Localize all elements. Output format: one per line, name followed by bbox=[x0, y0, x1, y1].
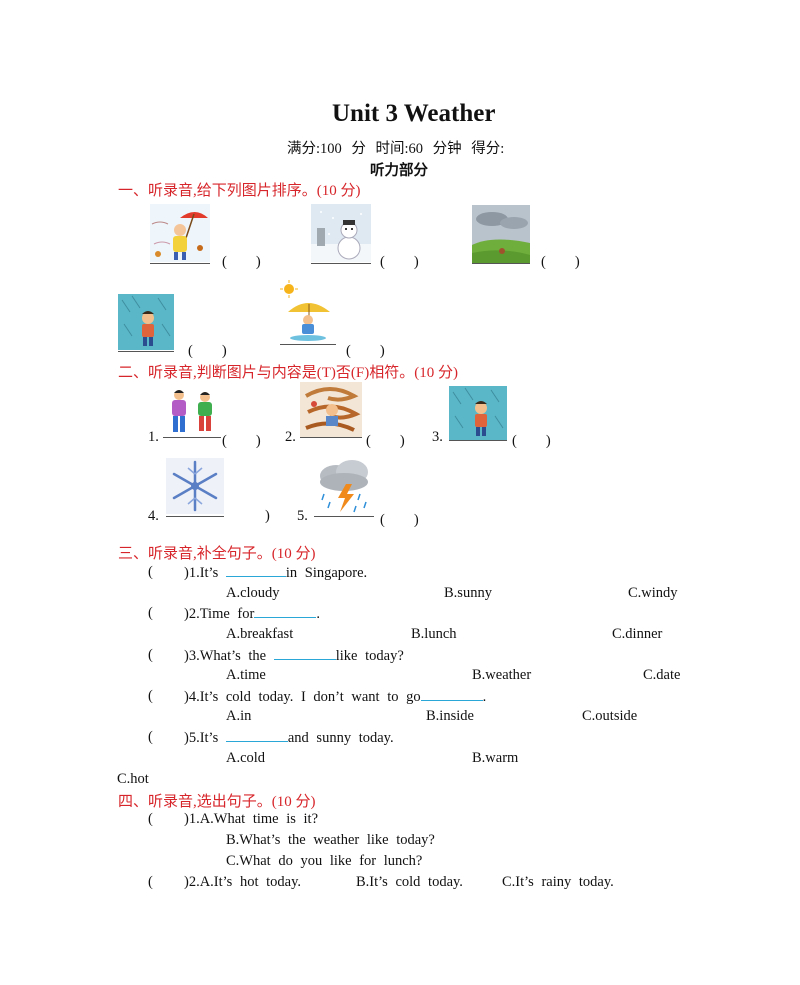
picture-windy-swirl bbox=[300, 382, 362, 438]
s4-q1-opt-a[interactable]: )1.A.What time is it? bbox=[184, 811, 319, 827]
s3-q1-stem: )1.It’s in Singapore. bbox=[184, 564, 367, 582]
section3-heading: 三、听录音,补全句子。(10 分) bbox=[118, 546, 316, 562]
s3-q2-opt-c[interactable]: C.dinner bbox=[612, 626, 663, 642]
s2-bracket-4[interactable]: ) bbox=[265, 508, 270, 524]
s3-q2-opt-b[interactable]: B.lunch bbox=[411, 626, 457, 642]
page-title: Unit 3 Weather bbox=[332, 100, 496, 127]
picture-two-children bbox=[163, 387, 221, 437]
s2-num-3: 3. bbox=[432, 429, 443, 445]
s2-num-5: 5. bbox=[297, 508, 308, 524]
s3-q3-stem: )3.What’s the like today? bbox=[184, 647, 404, 665]
s3-q2-pre: )2.Time for bbox=[184, 606, 255, 622]
picture-boy-rain-2 bbox=[449, 386, 507, 440]
s2-num-1: 1. bbox=[148, 429, 159, 445]
s3-q1-pre: )1.It’s bbox=[184, 565, 219, 581]
s2-bracket-2[interactable]: ( ) bbox=[366, 433, 405, 449]
section2-heading: 二、听录音,判断图片与内容是(T)否(F)相符。(10 分) bbox=[118, 365, 458, 381]
s3-q5-paren: ( bbox=[148, 729, 153, 745]
s4-q2-opt-a[interactable]: )2.A.It’s hot today. bbox=[184, 874, 302, 890]
s2-num-4: 4. bbox=[148, 508, 159, 524]
s2-bracket-5[interactable]: ( ) bbox=[380, 512, 419, 528]
s2-num-2: 2. bbox=[285, 429, 296, 445]
picture-snowman bbox=[311, 204, 371, 262]
s3-q2-post: . bbox=[316, 606, 320, 622]
s1-bracket-1[interactable]: ( ) bbox=[222, 254, 261, 270]
s3-q1-opt-b[interactable]: B.sunny bbox=[444, 585, 492, 601]
s3-q5-opt-a[interactable]: A.cold bbox=[226, 750, 266, 766]
s3-q5-blank[interactable] bbox=[225, 729, 288, 742]
s4-q1-opt-c[interactable]: C.What do you like for lunch? bbox=[226, 853, 423, 869]
s3-q4-pre: )4.It’s cold today. I don’t want to go bbox=[184, 689, 421, 705]
picture-boy-rain bbox=[118, 294, 174, 350]
s3-q4-paren: ( bbox=[148, 688, 153, 704]
s3-q3-blank[interactable] bbox=[273, 647, 336, 660]
s4-q1-opt-b[interactable]: B.What’s the weather like today? bbox=[226, 832, 435, 848]
s3-q1-blank[interactable] bbox=[225, 564, 286, 577]
exam-meta: 满分:100 分 时间:60 分钟 得分: bbox=[287, 141, 505, 157]
s3-q1-post: in Singapore. bbox=[285, 565, 368, 581]
s1-bracket-3[interactable]: ( ) bbox=[541, 254, 580, 270]
s3-q2-opt-a[interactable]: A.breakfast bbox=[226, 626, 294, 642]
s3-q4-blank[interactable] bbox=[420, 688, 483, 701]
s3-q4-opt-c[interactable]: C.outside bbox=[582, 708, 638, 724]
s3-q5-pre: )5.It’s bbox=[184, 730, 219, 746]
s3-q2-paren: ( bbox=[148, 605, 153, 621]
picture-sunny-umbrella bbox=[280, 280, 336, 342]
s3-q1-opt-c[interactable]: C.windy bbox=[628, 585, 678, 601]
section1-heading: 一、听录音,给下列图片排序。(10 分) bbox=[118, 183, 361, 199]
s1-bracket-2[interactable]: ( ) bbox=[380, 254, 419, 270]
picture-windy-umbrella bbox=[150, 204, 210, 262]
s3-q4-stem: )4.It’s cold today. I don’t want to go. bbox=[184, 688, 486, 706]
s3-q3-opt-b[interactable]: B.weather bbox=[472, 667, 532, 683]
picture-cloudy-field bbox=[472, 205, 530, 263]
s3-q4-opt-b[interactable]: B.inside bbox=[426, 708, 474, 724]
s3-q3-pre: )3.What’s the bbox=[184, 648, 267, 664]
s1-bracket-4[interactable]: ( ) bbox=[188, 343, 227, 359]
picture-snowflake bbox=[166, 458, 224, 514]
s4-q2-opt-b[interactable]: B.It’s cold today. bbox=[356, 874, 463, 890]
s3-q5-opt-b[interactable]: B.warm bbox=[472, 750, 519, 766]
s3-q3-opt-a[interactable]: A.time bbox=[226, 667, 266, 683]
s3-q5-opt-c[interactable]: C.hot bbox=[117, 771, 149, 787]
picture-thunderstorm bbox=[314, 458, 374, 516]
s3-q4-opt-a[interactable]: A.in bbox=[226, 708, 252, 724]
s3-q3-post: like today? bbox=[335, 648, 404, 664]
section4-heading: 四、听录音,选出句子。(10 分) bbox=[118, 794, 316, 810]
s4-q1-paren: ( bbox=[148, 811, 153, 827]
s3-q1-opt-a[interactable]: A.cloudy bbox=[226, 585, 280, 601]
s3-q5-stem: )5.It’s and sunny today. bbox=[184, 729, 394, 747]
s3-q2-blank[interactable] bbox=[254, 605, 317, 618]
s2-bracket-3[interactable]: ( ) bbox=[512, 433, 551, 449]
s1-bracket-5[interactable]: ( ) bbox=[346, 343, 385, 359]
s3-q1-paren: ( bbox=[148, 564, 153, 580]
s3-q5-post: and sunny today. bbox=[287, 730, 394, 746]
s4-q2-paren: ( bbox=[148, 874, 153, 890]
part-label: 听力部分 bbox=[370, 163, 428, 179]
s3-q3-paren: ( bbox=[148, 647, 153, 663]
s3-q4-post: . bbox=[482, 689, 487, 705]
s3-q2-stem: )2.Time for. bbox=[184, 605, 320, 623]
s4-q2-opt-c[interactable]: C.It’s rainy today. bbox=[502, 874, 614, 890]
s2-bracket-1[interactable]: ( ) bbox=[222, 433, 261, 449]
s3-q3-opt-c[interactable]: C.date bbox=[643, 667, 681, 683]
